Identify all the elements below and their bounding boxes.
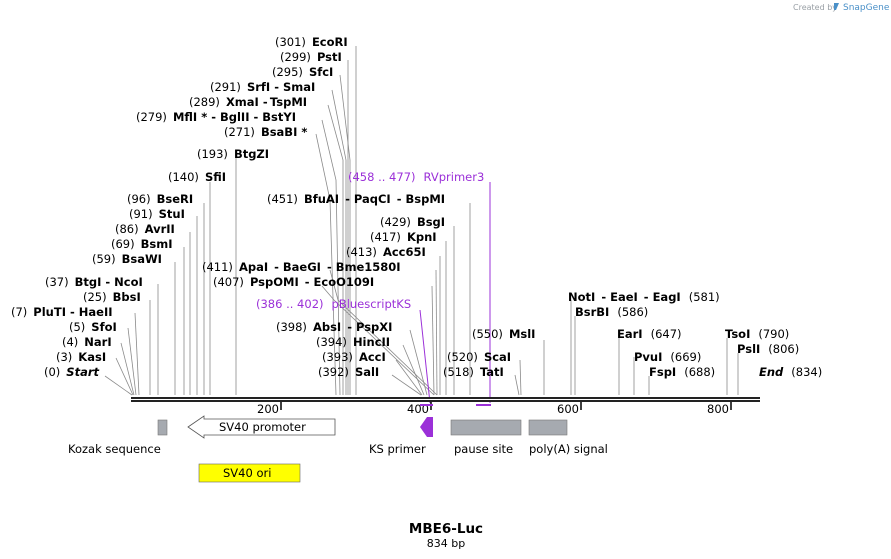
site-label: (25)BbsI — [83, 290, 141, 304]
site-label: (69)BsmI — [111, 237, 172, 251]
site-label: (520)ScaI — [447, 350, 511, 364]
site-label: (392)SalI — [318, 365, 379, 379]
feature-kozak-sequence — [157, 419, 168, 436]
site-label: PslI(806) — [737, 342, 799, 356]
primer-pbluescriptks-bar — [420, 404, 433, 406]
site-label: (394)HincII — [316, 335, 390, 349]
primer-label-pbluescriptks: (386 .. 402)pBluescriptKS — [256, 297, 411, 311]
feature-label: SV40 promoter — [219, 420, 306, 434]
ruler-tick-600: 600 — [557, 402, 579, 416]
snapgene-logo-icon — [834, 3, 839, 10]
site-label: (398)AbsI-PspXI — [276, 320, 392, 334]
site-label: (295)SfcI — [272, 65, 333, 79]
site-label: (299)PstI — [280, 50, 342, 64]
feature-label: pause site — [454, 442, 513, 456]
site-label: FspI(688) — [649, 365, 715, 379]
site-label: (289)XmaI-TspMI — [189, 95, 307, 109]
site-label: (393)AccI — [322, 350, 386, 364]
site-label: (96)BseRI — [127, 192, 193, 206]
site-label: (86)AvrII — [115, 222, 175, 236]
primer-rvprimer3-bar — [476, 404, 491, 406]
feature-sv40-promoter-arrow — [187, 415, 336, 439]
site-label: (91)StuI — [129, 207, 185, 221]
feature-ks-primer-arrow — [420, 417, 433, 437]
sequence-backbone-inner — [131, 399, 760, 400]
ruler-tick-200: 200 — [257, 402, 279, 416]
brand-name: SnapGene — [843, 3, 890, 13]
site-label: BsrBI(586) — [575, 305, 648, 319]
site-label: (7)PluTI-HaeII — [11, 305, 113, 319]
feature-polya-signal — [528, 419, 568, 436]
site-label: (291)SrfI-SmaI — [210, 80, 315, 94]
site-label: PvuI(669) — [634, 350, 701, 364]
credit-text: Created by — [793, 3, 837, 12]
site-label: (5)SfoI — [69, 320, 117, 334]
site-label: (413)Acc65I — [346, 245, 426, 259]
site-label: EarI(647) — [617, 327, 682, 341]
feature-pause-site — [450, 419, 522, 436]
feature-label: Kozak sequence — [68, 442, 161, 456]
primer-leader-lines — [419, 182, 491, 404]
site-label: TsoI(790) — [725, 327, 789, 341]
site-label: (429)BsgI — [380, 215, 445, 229]
feature-label: SV40 ori — [223, 466, 271, 480]
features: Kozak sequence SV40 promoter SV40 ori KS… — [68, 415, 608, 483]
site-labels: (301)EcoRI (299)PstI (295)SfcI (291)SrfI… — [11, 35, 799, 379]
site-label: (301)EcoRI — [275, 35, 348, 49]
site-label: (407)PspOMI-EcoO109I — [213, 275, 374, 289]
site-label: (59)BsaWI — [92, 252, 162, 266]
ruler-tick-800: 800 — [707, 402, 729, 416]
site-label: (3)KasI — [56, 350, 106, 364]
site-label: NotI-EaeI-EagI(581) — [568, 290, 720, 304]
site-label: (518)TatI — [443, 365, 504, 379]
end-label: End(834) — [759, 365, 822, 379]
site-label: (193)BtgZI — [197, 147, 269, 161]
feature-sv40-ori — [198, 463, 301, 483]
site-label: (411)ApaI-BaeGI-Bme1580I — [202, 260, 401, 274]
site-label: (550)MslI — [472, 327, 535, 341]
site-label: (4)NarI — [62, 335, 112, 349]
start-label: (0)Start — [44, 365, 100, 379]
site-label: (279)MflI *-BglII-BstYI — [136, 110, 296, 124]
site-label: (271)BsaBI * — [224, 125, 307, 139]
primer-label-rvprimer3: (458 .. 477)RVprimer3 — [348, 170, 484, 184]
site-label: (140)SfiI — [168, 170, 226, 184]
site-label: (451)BfuAI-PaqCI-BspMI — [267, 192, 445, 206]
site-label: (417)KpnI — [370, 230, 437, 244]
map-title: MBE6-Luc — [409, 521, 483, 537]
site-label: (37)BtgI-NcoI — [45, 275, 143, 289]
feature-label: poly(A) signal — [529, 442, 608, 456]
ruler: 200 400 600 800 — [257, 402, 732, 416]
leader-lines — [104, 46, 739, 396]
map-subtitle: 834 bp — [427, 537, 465, 550]
feature-label: KS primer — [369, 442, 426, 456]
